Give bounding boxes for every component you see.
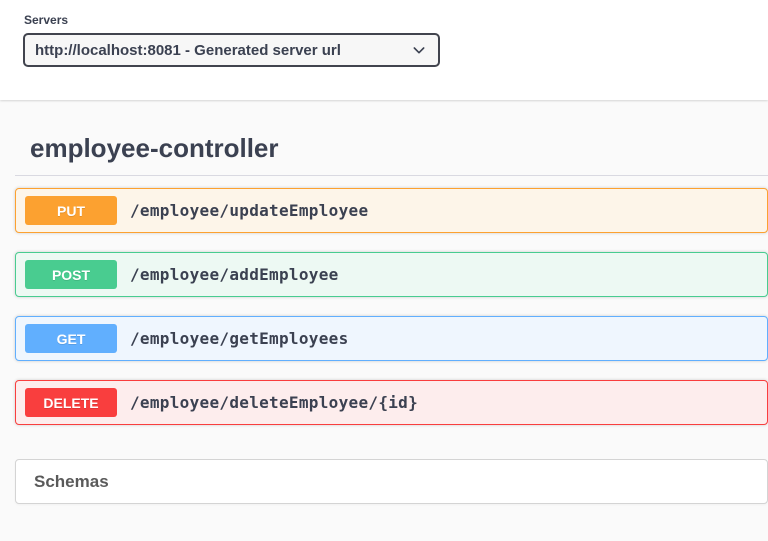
method-badge: POST xyxy=(25,260,117,289)
operation-row-delete[interactable]: DELETE /employee/deleteEmployee/{id} xyxy=(15,380,768,425)
api-content: employee-controller PUT /employee/update… xyxy=(15,100,768,504)
operation-row-put[interactable]: PUT /employee/updateEmployee xyxy=(15,188,768,233)
operation-row-post[interactable]: POST /employee/addEmployee xyxy=(15,252,768,297)
schemas-title: Schemas xyxy=(34,471,109,491)
operation-path: /employee/deleteEmployee/{id} xyxy=(130,393,419,412)
operation-path: /employee/updateEmployee xyxy=(130,201,369,220)
controller-heading[interactable]: employee-controller xyxy=(15,100,768,176)
method-badge: PUT xyxy=(25,196,117,225)
operations-list: PUT /employee/updateEmployee POST /emplo… xyxy=(15,188,768,425)
operation-path: /employee/getEmployees xyxy=(130,329,349,348)
method-badge: GET xyxy=(25,324,117,353)
servers-select-wrapper: http://localhost:8081 - Generated server… xyxy=(23,33,440,67)
operation-path: /employee/addEmployee xyxy=(130,265,339,284)
operation-row-get[interactable]: GET /employee/getEmployees xyxy=(15,316,768,361)
servers-select[interactable]: http://localhost:8081 - Generated server… xyxy=(23,33,440,67)
servers-label: Servers xyxy=(24,13,69,27)
method-badge: DELETE xyxy=(25,388,117,417)
schemas-section-header[interactable]: Schemas xyxy=(15,459,768,504)
servers-section: Servers http://localhost:8081 - Generate… xyxy=(0,0,768,100)
